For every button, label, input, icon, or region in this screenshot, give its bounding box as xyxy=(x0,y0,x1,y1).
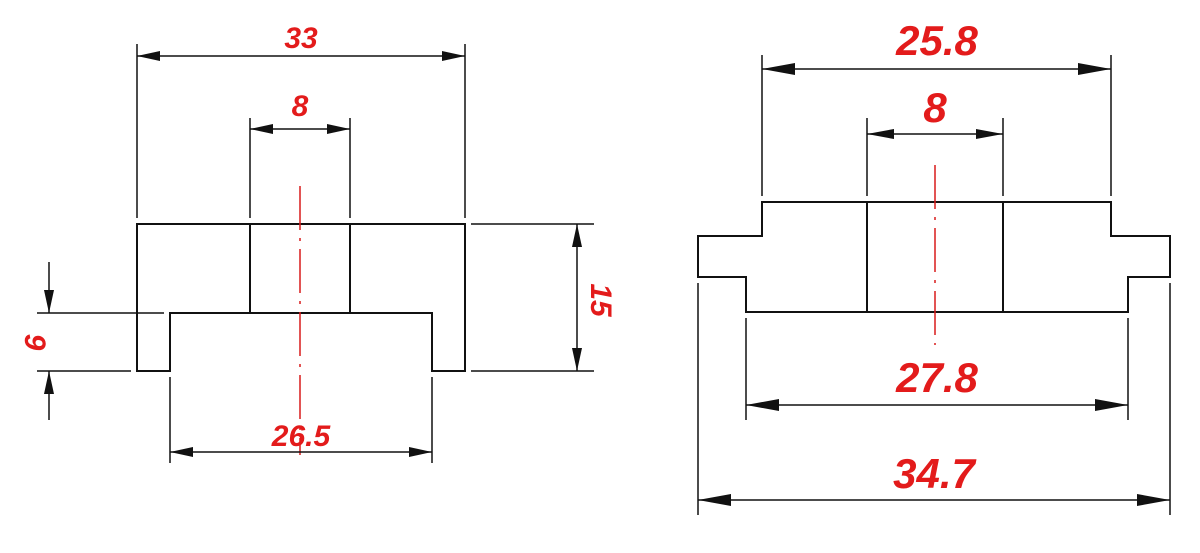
dim-label-right-center-slot: 8 xyxy=(923,84,947,131)
arrow-icon xyxy=(1137,494,1170,506)
arrow-icon xyxy=(327,124,350,134)
dim-label-left-step-height: 9 xyxy=(18,334,51,351)
arrow-icon xyxy=(867,129,894,139)
arrow-icon xyxy=(762,63,795,75)
arrow-icon xyxy=(442,51,465,61)
arrow-icon xyxy=(698,494,731,506)
arrow-icon xyxy=(572,224,582,247)
right-part-outline xyxy=(697,201,1171,313)
arrow-icon xyxy=(1095,399,1128,411)
dim-label-right-top-width: 25.8 xyxy=(895,17,978,64)
left-view: 33 8 26.5 15 9 xyxy=(18,22,617,463)
dim-label-left-center-slot: 8 xyxy=(292,90,309,123)
arrow-icon xyxy=(1078,63,1111,75)
arrow-icon xyxy=(170,447,193,457)
arrow-icon xyxy=(44,371,54,394)
arrow-icon xyxy=(250,124,273,134)
arrow-icon xyxy=(137,51,160,61)
dim-label-right-base-width: 27.8 xyxy=(895,354,978,401)
arrow-icon xyxy=(746,399,779,411)
dim-label-left-overall-width: 33 xyxy=(284,22,318,55)
dim-label-left-base-width: 26.5 xyxy=(271,420,332,453)
dim-label-right-flange-width: 34.7 xyxy=(893,450,976,497)
right-view: 25.8 8 27.8 34.7 xyxy=(697,17,1171,515)
arrow-icon xyxy=(409,447,432,457)
left-part-outline xyxy=(136,223,466,372)
arrow-icon xyxy=(572,348,582,371)
dim-label-left-total-height: 15 xyxy=(584,283,617,318)
arrow-icon xyxy=(44,290,54,313)
arrow-icon xyxy=(976,129,1003,139)
